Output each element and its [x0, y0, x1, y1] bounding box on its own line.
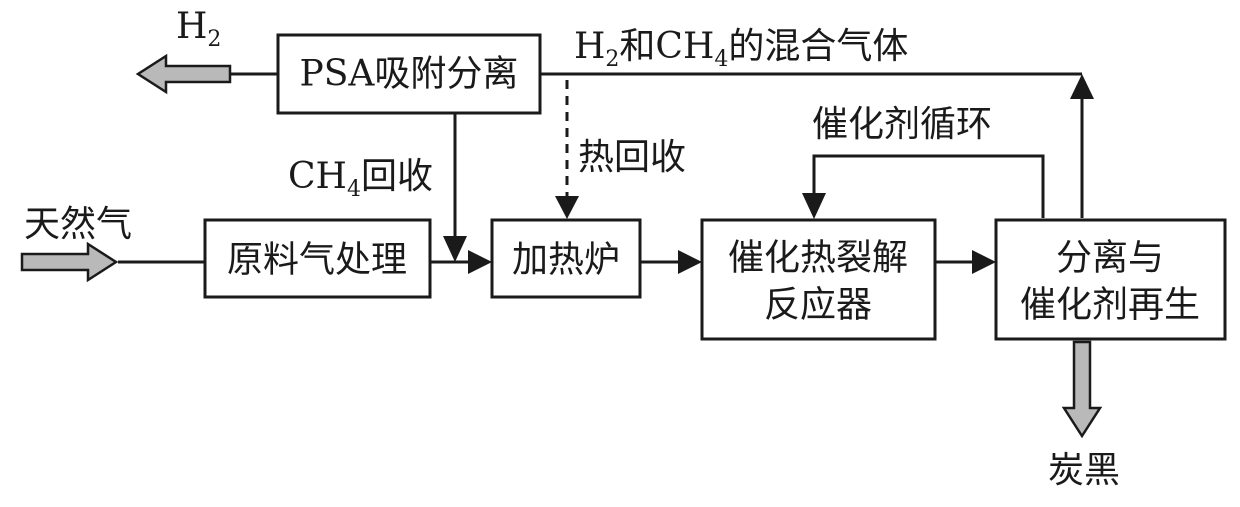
ch4-recovery-suffix: 回收: [361, 156, 433, 197]
mixed-gas-sub-b: 4: [714, 47, 728, 72]
separator-label-line2: 催化剂再生: [1020, 285, 1200, 326]
h2-outlet-arrow: [135, 53, 232, 95]
carbon-black-label: 炭黑: [1048, 450, 1120, 491]
separator-label-line1: 分离与: [1056, 238, 1164, 279]
psa-box: [276, 33, 542, 115]
feed-treatment-label: 原料气处理: [227, 240, 407, 281]
natural-gas-label: 天然气: [24, 204, 132, 245]
natural-gas-inlet-arrow: [20, 241, 119, 283]
mixed-gas-part-c: 的混合气体: [728, 26, 908, 67]
heater-label: 加热炉: [512, 240, 620, 281]
h2-label: H2: [176, 6, 221, 52]
arrowhead-ch4-recovery: [443, 236, 467, 262]
heat-recovery-label: 热回收: [578, 137, 686, 178]
mixed-gas-label: H2和CH4的混合气体: [574, 26, 908, 72]
mixed-gas-part-a: H: [574, 26, 605, 67]
catalyst-cycle-label: 催化剂循环: [812, 104, 992, 145]
mixed-gas-sub-a: 2: [605, 47, 619, 72]
heater-box: [490, 218, 642, 299]
mixed-gas-part-b: 和CH: [619, 26, 714, 67]
psa-label: PSA吸附分离: [300, 54, 519, 95]
reactor-label-line1: 催化热裂解: [728, 238, 908, 279]
ch4-recovery-main: CH: [288, 156, 347, 197]
arrowhead-catalyst-cycle: [802, 193, 826, 219]
separator-box: [994, 218, 1227, 341]
ch4-recovery-label: CH4回收: [288, 156, 433, 202]
ch4-recovery-sub: 4: [347, 177, 361, 202]
arrowhead-to-heater: [468, 250, 492, 274]
reactor-box: [700, 218, 937, 341]
arrowhead-to-separator: [972, 250, 996, 274]
h2-label-sub: 2: [207, 27, 221, 52]
feed-treatment-box: [203, 218, 432, 299]
line-catalyst-cycle: [812, 154, 1045, 218]
arrowhead-mixed-gas: [1070, 74, 1094, 99]
h2-label-main: H: [176, 6, 207, 47]
reactor-label-line2: 反应器: [764, 285, 872, 326]
arrowhead-to-reactor: [678, 250, 702, 274]
carbon-black-outlet-arrow: [1061, 340, 1103, 439]
arrowhead-heat-recovery: [555, 196, 579, 219]
